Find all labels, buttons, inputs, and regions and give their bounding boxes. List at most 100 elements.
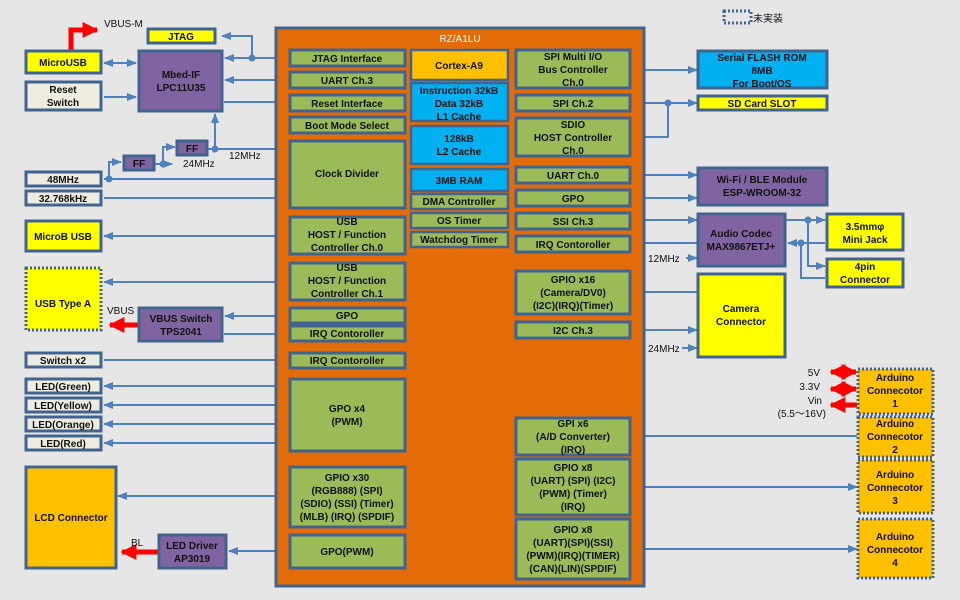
block-usb-type-a[interactable]: USB Type A — [24, 266, 103, 332]
label: IRQ Contoroller — [536, 240, 611, 251]
label: Camera — [723, 304, 760, 315]
label: Reset — [49, 85, 77, 96]
label: 4pin — [855, 262, 876, 273]
block-camera-connector[interactable]: Camera Connector — [696, 272, 787, 359]
block-uart-ch0[interactable]: UART Ch.0 — [514, 165, 632, 185]
block-gpo-pwm[interactable]: GPO(PWM) — [288, 533, 407, 570]
block-3mb-ram[interactable]: 3MB RAM — [409, 167, 510, 193]
label: (I2C)(IRQ)(Timer) — [533, 301, 613, 312]
label: Arduino — [876, 532, 914, 543]
block-gpio-x30[interactable]: GPIO x30 (RGB888) (SPI) (SDIO) (SSI) (Ti… — [288, 465, 407, 529]
block-serial-flash[interactable]: Serial FLASH ROM 8MB For Boot/OS — [696, 49, 829, 90]
block-ff-2[interactable]: FF — [175, 139, 209, 157]
block-audio-codec[interactable]: Audio Codec MAX9867ETJ+ — [696, 212, 787, 268]
block-boot-mode-select[interactable]: Boot Mode Select — [288, 115, 407, 135]
block-32k[interactable]: 32.768kHz — [24, 189, 103, 207]
block-led-orange[interactable]: LED(Orange) — [24, 415, 103, 433]
block-irq-controller-2[interactable]: IRQ Contoroller — [288, 351, 407, 370]
label: For Boot/OS — [733, 79, 792, 90]
block-gpio-x16[interactable]: GPIO x16 (Camera/DV0) (I2C)(IRQ)(Timer) — [514, 269, 632, 316]
block-gpio-x8-b[interactable]: GPIO x8 (UART)(SPI)(SSI) (PWM)(IRQ)(TIME… — [514, 517, 632, 581]
block-4pin-connector[interactable]: 4pin Connector — [825, 257, 905, 289]
block-microb-usb[interactable]: MicroB USB — [24, 219, 103, 253]
label: 3 — [892, 496, 898, 507]
block-usb-ch0[interactable]: USB HOST / Function Controller Ch.0 — [288, 215, 407, 256]
block-jtag[interactable]: JTAG — [146, 27, 217, 45]
legend-dashed-box — [722, 9, 753, 25]
line-4pin-audio — [800, 243, 825, 279]
block-arduino-3[interactable]: Arduino Connecotor 3 — [856, 458, 935, 515]
block-uart-ch3[interactable]: UART Ch.3 — [288, 70, 407, 90]
block-led-green[interactable]: LED(Green) — [24, 377, 103, 395]
block-wifi-ble[interactable]: Wi-Fi / BLE Module ESP-WROOM-32 — [696, 166, 829, 207]
label: Connecotor — [867, 483, 923, 494]
block-microusb[interactable]: MicroUSB — [24, 49, 103, 75]
junction-dot — [105, 175, 113, 183]
block-led-yellow[interactable]: LED(Yellow) — [24, 396, 103, 414]
left-peripherals: VBUS-M JTAG MicroUSB Reset Switch Mbed-I… — [24, 19, 261, 570]
label: Connector — [840, 275, 890, 286]
block-os-timer[interactable]: OS Timer — [409, 211, 510, 230]
block-cortex-a9[interactable]: Cortex-A9 — [409, 48, 510, 82]
block-irq-controller-right[interactable]: IRQ Contoroller — [514, 234, 632, 254]
block-gpi-x6[interactable]: GPI x6 (A/D Converter) (IRQ) — [514, 416, 632, 457]
label: OS Timer — [437, 216, 481, 227]
label: JTAG Interface — [312, 54, 383, 65]
block-switch-x2[interactable]: Switch x2 — [24, 351, 103, 369]
label: (MLB) (IRQ) (SPDIF) — [300, 512, 394, 523]
label: Boot Mode Select — [305, 121, 390, 132]
label: Bus Controller — [538, 65, 608, 76]
block-arduino-1[interactable]: Arduino Connecotor 1 — [856, 367, 935, 416]
block-dma-controller[interactable]: DMA Controller — [409, 192, 510, 211]
block-led-driver[interactable]: LED Driver AP3019 — [157, 533, 228, 570]
junction-dot — [159, 160, 167, 168]
block-gpo[interactable]: GPO — [288, 306, 407, 325]
label-24mhz-camera: 24MHz — [648, 344, 680, 355]
label: LED(Orange) — [32, 420, 94, 431]
block-gpo-x4[interactable]: GPO x4 (PWM) — [288, 377, 407, 453]
block-l2-cache[interactable]: 128kB L2 Cache — [409, 124, 510, 166]
block-l1-cache[interactable]: Instruction 32kB Data 32kB L1 Cache — [409, 81, 510, 123]
label-12mhz: 12MHz — [229, 151, 261, 162]
label: 128kB — [444, 134, 473, 145]
block-mini-jack[interactable]: 3.5mmφ Mini Jack — [825, 212, 905, 252]
legend-label: 未実装 — [753, 12, 783, 25]
block-arduino-4[interactable]: Arduino Connecotor 4 — [856, 517, 935, 580]
label: DMA Controller — [423, 197, 496, 208]
block-ff-1[interactable]: FF — [122, 154, 156, 172]
label: UART Ch.0 — [547, 171, 600, 182]
block-ssi-ch3[interactable]: SSI Ch.3 — [514, 211, 632, 231]
block-vbus-switch[interactable]: VBUS Switch TPS2041 — [137, 306, 224, 343]
label: (PWM) — [331, 417, 362, 428]
block-gpio-x8-a[interactable]: GPIO x8 (UART) (SPI) (I2C) (PWM) (Timer)… — [514, 457, 632, 517]
block-spi-multi-io[interactable]: SPI Multi I/O Bus Controller Ch.0 — [514, 48, 632, 90]
block-led-red[interactable]: LED(Red) — [24, 434, 103, 452]
block-sdio[interactable]: SDIO HOST Controller Ch.0 — [514, 116, 632, 158]
label: (UART) (SPI) (I2C) — [531, 476, 616, 487]
block-i2c-ch3[interactable]: I2C Ch.3 — [514, 320, 632, 340]
block-gpo-right[interactable]: GPO — [514, 188, 632, 208]
block-arduino-2[interactable]: Arduino Connecotor 2 — [856, 415, 935, 459]
block-mbed-if[interactable]: Mbed-IF LPC11U35 — [137, 49, 224, 113]
block-usb-ch1[interactable]: USB HOST / Function Controller Ch.1 — [288, 261, 407, 302]
block-irq-controller-1[interactable]: IRQ Contoroller — [288, 324, 407, 343]
label-24mhz: 24MHz — [183, 159, 215, 170]
block-reset-switch[interactable]: Reset Switch — [24, 80, 103, 112]
block-lcd-connector[interactable]: LCD Connector — [24, 465, 118, 570]
block-reset-interface[interactable]: Reset Interface — [288, 93, 407, 113]
label: GPIO x8 — [554, 525, 593, 536]
label: UART Ch.3 — [321, 76, 374, 87]
label: Watchdog Timer — [420, 235, 498, 246]
block-watchdog-timer[interactable]: Watchdog Timer — [409, 230, 510, 249]
label: GPIO x16 — [551, 275, 596, 286]
label: SDIO — [561, 120, 586, 131]
label: Serial FLASH ROM — [717, 53, 806, 64]
junction-dot — [211, 145, 219, 153]
block-jtag-interface[interactable]: JTAG Interface — [288, 48, 407, 68]
label: (PWM) (Timer) — [539, 489, 607, 500]
block-48mhz[interactable]: 48MHz — [24, 170, 103, 188]
block-spi-ch2[interactable]: SPI Ch.2 — [514, 93, 632, 113]
block-clock-divider[interactable]: Clock Divider — [288, 139, 407, 210]
label: Mbed-IF — [162, 70, 200, 81]
block-sd-card-slot[interactable]: SD Card SLOT — [696, 94, 829, 112]
